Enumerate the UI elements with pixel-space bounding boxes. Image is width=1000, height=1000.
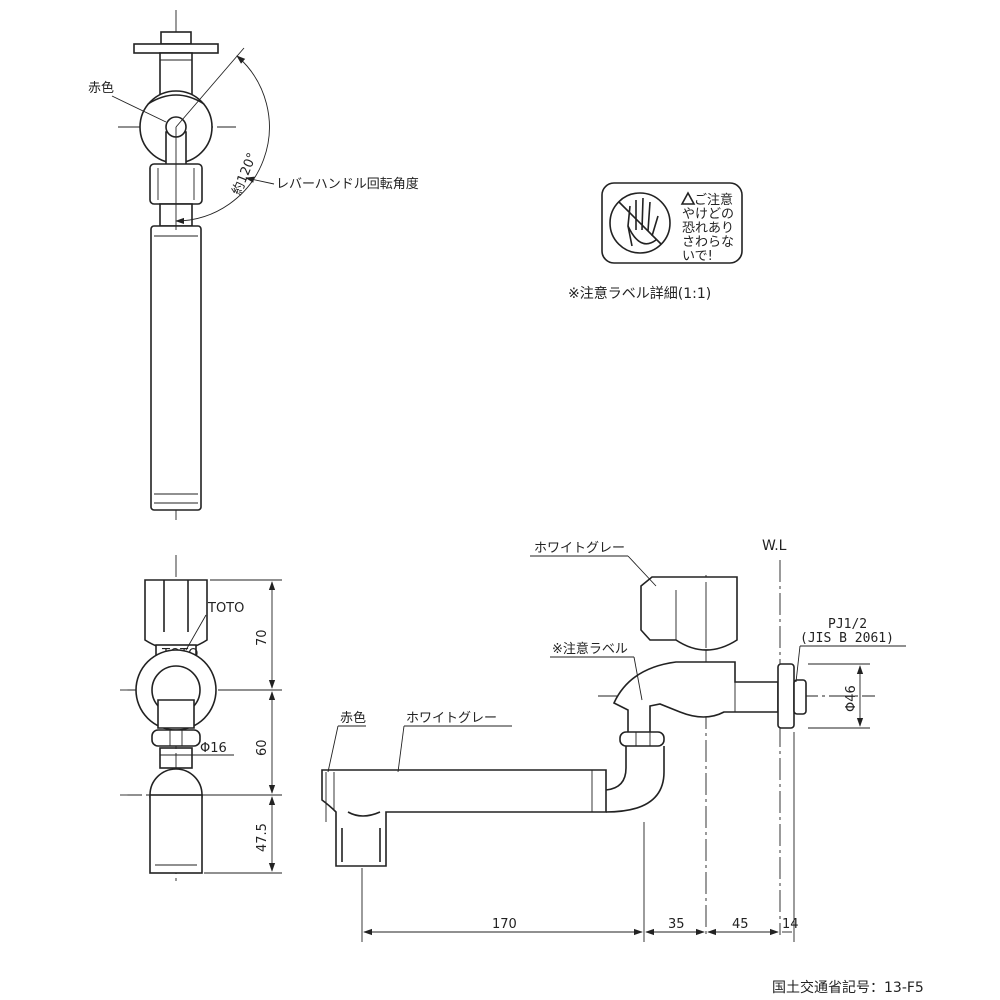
front-view: TOTO TOTO Φ16 70 60 47.5 [120,555,282,885]
ministry-code: 国土交通省記号：13-F5 [772,979,924,996]
front-dim-70: 70 [255,629,270,646]
front-dim-60: 60 [255,739,270,756]
caution-line5: いで! [682,249,713,264]
side-valve-body [612,661,779,736]
side-outlet-nut [777,663,795,729]
caution-caption: ※注意ラベル詳細(1:1) [568,285,711,302]
side-view: W.L ホワイトグレー ※注意ラベル 赤色 [321,538,906,942]
side-lower-nut [619,731,665,747]
front-toto-label: TOTO [207,601,244,616]
wl-label: W.L [762,538,787,554]
side-handle [640,576,738,651]
caution-label-frame [601,182,743,264]
front-nut [151,729,201,747]
angle-dim: 約120° [230,151,261,198]
top-neck [159,52,193,96]
side-dim-45: 45 [732,917,749,932]
caution-line4: さわらな [682,235,734,250]
side-caution-label: ※注意ラベル [552,641,628,657]
angle-arc [175,55,270,225]
lever-label-leader [245,176,275,185]
side-dim-14: 14 [782,917,799,932]
side-red-label: 赤色 [340,710,366,726]
top-red-label: 赤色 [88,80,114,96]
lever-angle-label: レバーハンドル回転角度 [276,176,419,192]
side-dim-170: 170 [492,917,517,932]
caution-line2: やけどの [682,207,734,222]
side-dim-phi46: Φ46 [844,685,859,712]
top-nut [160,31,192,45]
top-flange [133,43,219,54]
caution-line3: 恐れあり [682,221,734,236]
long-body [150,225,202,511]
front-dim-47-5: 47.5 [255,823,270,852]
caution-label-detail: ご注意 やけどの 恐れあり さわらな いで! ※注意ラベル詳細(1:1) [568,182,743,302]
side-white-gray-top: ホワイトグレー [534,541,625,556]
caution-line1: ご注意 [694,192,733,208]
side-white-gray-spout: ホワイトグレー [406,711,497,726]
side-pj-label: PJ1/2 [828,617,867,632]
side-spout [321,769,607,867]
side-jis-label: (JIS B 2061) [800,631,894,646]
top-view: 赤色 約120° レバーハンドル回転角度 [88,10,419,520]
side-outlet-thread [793,679,807,715]
front-handle [144,579,208,651]
no-touch-icon [609,192,671,254]
front-dim-phi16: Φ16 [200,741,227,756]
side-elbow-pipe [605,746,665,813]
side-dim-35: 35 [668,917,685,932]
